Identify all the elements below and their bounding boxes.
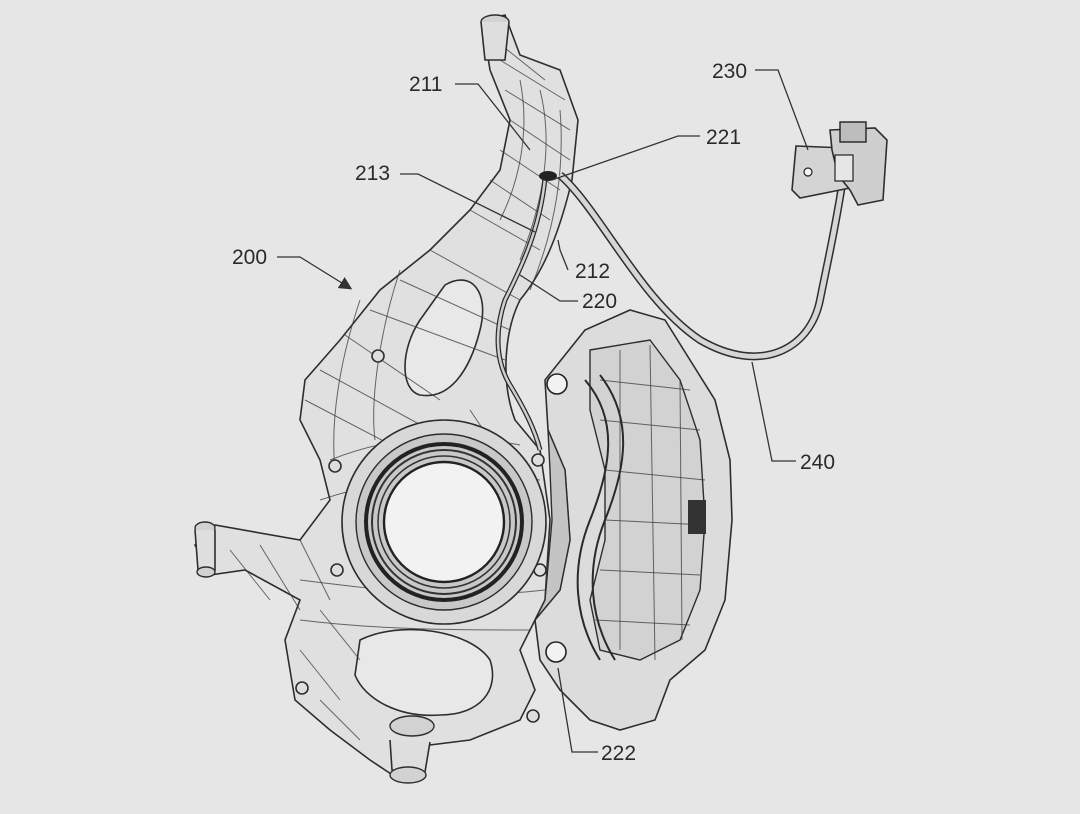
- label-240: 240: [800, 451, 835, 474]
- label-221: 221: [706, 126, 741, 149]
- label-213: 213: [355, 162, 390, 185]
- connector-230: [791, 121, 888, 206]
- label-212: 212: [575, 260, 610, 283]
- cable-220: [495, 171, 557, 451]
- leader-lines: [277, 69, 809, 753]
- label-200: 200: [232, 246, 267, 269]
- label-222: 222: [601, 742, 636, 765]
- label-211: 211: [409, 73, 442, 96]
- reference-numerals: 200 211 212 213 220 221 222 230 240: [232, 60, 835, 765]
- cable-240: [557, 171, 846, 361]
- bearing-hub: [341, 419, 547, 625]
- label-230: 230: [712, 60, 747, 83]
- label-220: 220: [582, 290, 617, 313]
- brake-caliper: [534, 309, 733, 731]
